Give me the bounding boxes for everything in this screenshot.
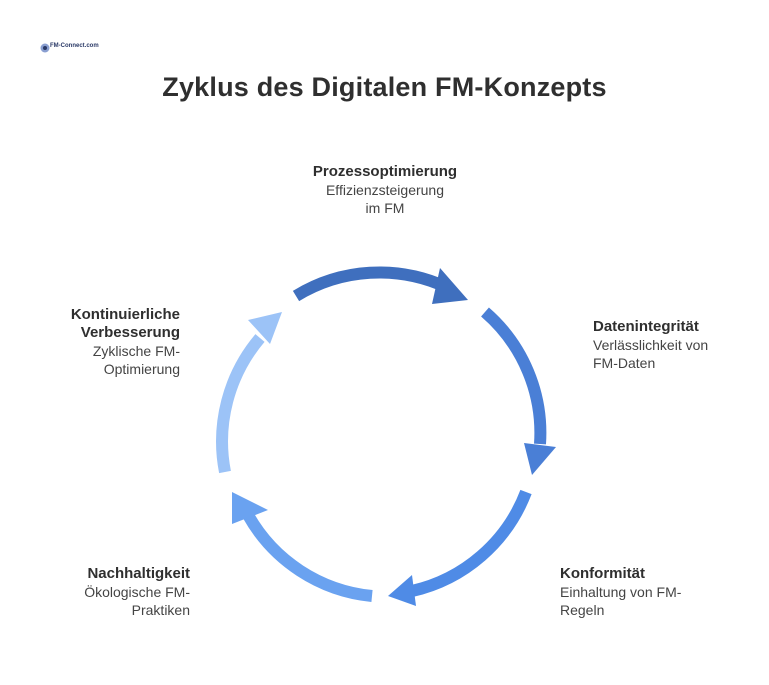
stage-nachhaltigkeit: Nachhaltigkeit Ökologische FM- Praktiken	[50, 565, 190, 619]
stage-description: Ökologische FM-	[84, 584, 190, 600]
logo	[40, 40, 96, 56]
stage-description: Praktiken	[131, 602, 190, 618]
stage-konformitaet: Konformität Einhaltung von FM- Regeln	[560, 565, 710, 619]
cycle-arrow-3	[388, 489, 532, 606]
stage-description: Regeln	[560, 602, 605, 618]
cycle-arrow-1	[292, 266, 468, 304]
stage-datenintegritaet: Datenintegrität Verlässlichkeit von FM-D…	[593, 318, 733, 372]
stage-description: Zyklische FM-	[92, 343, 180, 359]
stage-description: Effizienzsteigerung	[325, 182, 445, 198]
stage-label: Nachhaltigkeit	[87, 565, 190, 582]
stage-prozessoptimierung: Prozessoptimierung Effizienzsteigerung i…	[285, 163, 485, 217]
cycle-arrow-2	[481, 307, 556, 475]
stage-description: Verlässlichkeit von	[593, 337, 709, 353]
cycle-arrow-5	[216, 312, 282, 474]
page-title: Zyklus des Digitalen FM-Konzepts	[162, 72, 607, 102]
stage-description: Optimierung	[103, 361, 180, 377]
logo-mark-icon	[40, 43, 50, 53]
stage-description: im FM	[365, 200, 405, 216]
stage-kontinuierliche-verbesserung: Kontinuierliche Verbesserung Zyklische F…	[30, 306, 180, 378]
stage-label: Prozessoptimierung	[312, 163, 458, 180]
stage-label: Datenintegrität	[593, 318, 699, 335]
stage-label: Kontinuierliche	[70, 306, 180, 323]
stage-label: Konformität	[560, 565, 645, 582]
stage-label: Verbesserung	[80, 324, 180, 341]
stage-description: Einhaltung von FM-	[560, 584, 682, 600]
logo-text: FM-Connect.com	[50, 43, 99, 49]
stage-description: FM-Daten	[593, 355, 656, 371]
cycle-arrow-4	[232, 492, 373, 602]
